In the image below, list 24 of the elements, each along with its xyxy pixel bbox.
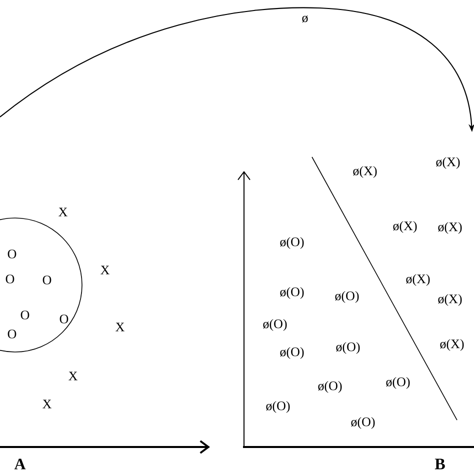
point-label: ø(O)	[263, 319, 287, 331]
point-label: X	[100, 266, 110, 274]
point-label: ø(X)	[438, 222, 462, 234]
point-label: ø(X)	[438, 294, 462, 306]
point-label: ø(O)	[386, 377, 410, 389]
point-label: X	[42, 400, 52, 408]
axis-label: B	[434, 458, 445, 470]
point-label: ø(O)	[266, 401, 290, 413]
point-label: ø(O)	[335, 291, 359, 303]
point-label: ø(X)	[406, 274, 430, 286]
point-label: ø(O)	[351, 417, 375, 429]
point-label: ø(X)	[436, 157, 460, 169]
point-label: ø(O)	[318, 381, 342, 393]
point-label: ø(O)	[280, 287, 304, 299]
point-label: ø(X)	[440, 339, 464, 351]
point-label: ø	[302, 15, 308, 22]
point-label: ø(O)	[280, 347, 304, 359]
point-label: X	[68, 372, 78, 380]
point-label: ø(O)	[336, 342, 360, 354]
point-label: ø(X)	[353, 166, 377, 178]
axis-label: A	[14, 458, 26, 470]
point-label: ø(O)	[280, 237, 304, 249]
point-label: X	[116, 322, 124, 332]
point-label: ø(X)	[393, 221, 417, 233]
